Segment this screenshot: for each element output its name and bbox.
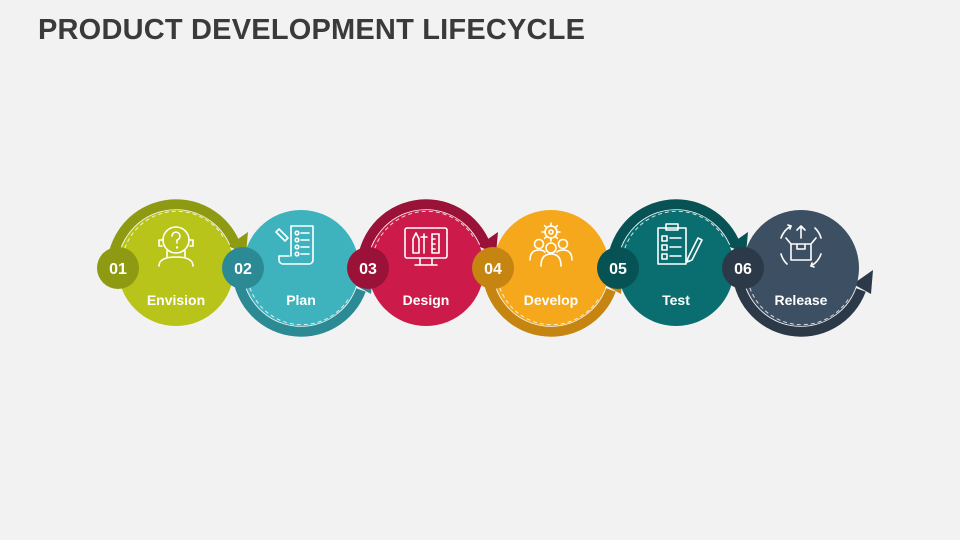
step-number: 02 [234,261,252,278]
step-circle [743,210,859,326]
step-circle [118,210,234,326]
step-circle [618,210,734,326]
step-label: Release [775,292,828,308]
clipboard-pencil-icon [657,223,703,265]
step-circle [243,210,359,326]
checklist-scroll-icon [275,225,314,265]
step-number-badge [722,247,764,289]
step-label: Plan [286,292,316,308]
step-label: Envision [147,292,205,308]
page-title: PRODUCT DEVELOPMENT LIFECYCLE [38,14,586,46]
step-number: 03 [359,261,377,278]
box-cycle-icon [780,224,822,268]
step-number-badge [597,247,639,289]
step-circle [368,210,484,326]
step-number: 04 [484,261,502,278]
team-gear-icon [529,222,573,267]
step-number: 06 [734,261,752,278]
step-number: 05 [609,261,627,278]
step-number-badge [222,247,264,289]
step-circle [493,210,609,326]
step-number: 01 [109,261,127,278]
step-number-badge [97,247,139,289]
step-label: Develop [524,292,578,308]
step-number-badge [472,247,514,289]
design-tools-monitor-icon [404,227,448,266]
step-label: Design [403,292,450,308]
step-label: Test [662,292,690,308]
question-head-icon [158,226,194,267]
step-number-badge [347,247,389,289]
